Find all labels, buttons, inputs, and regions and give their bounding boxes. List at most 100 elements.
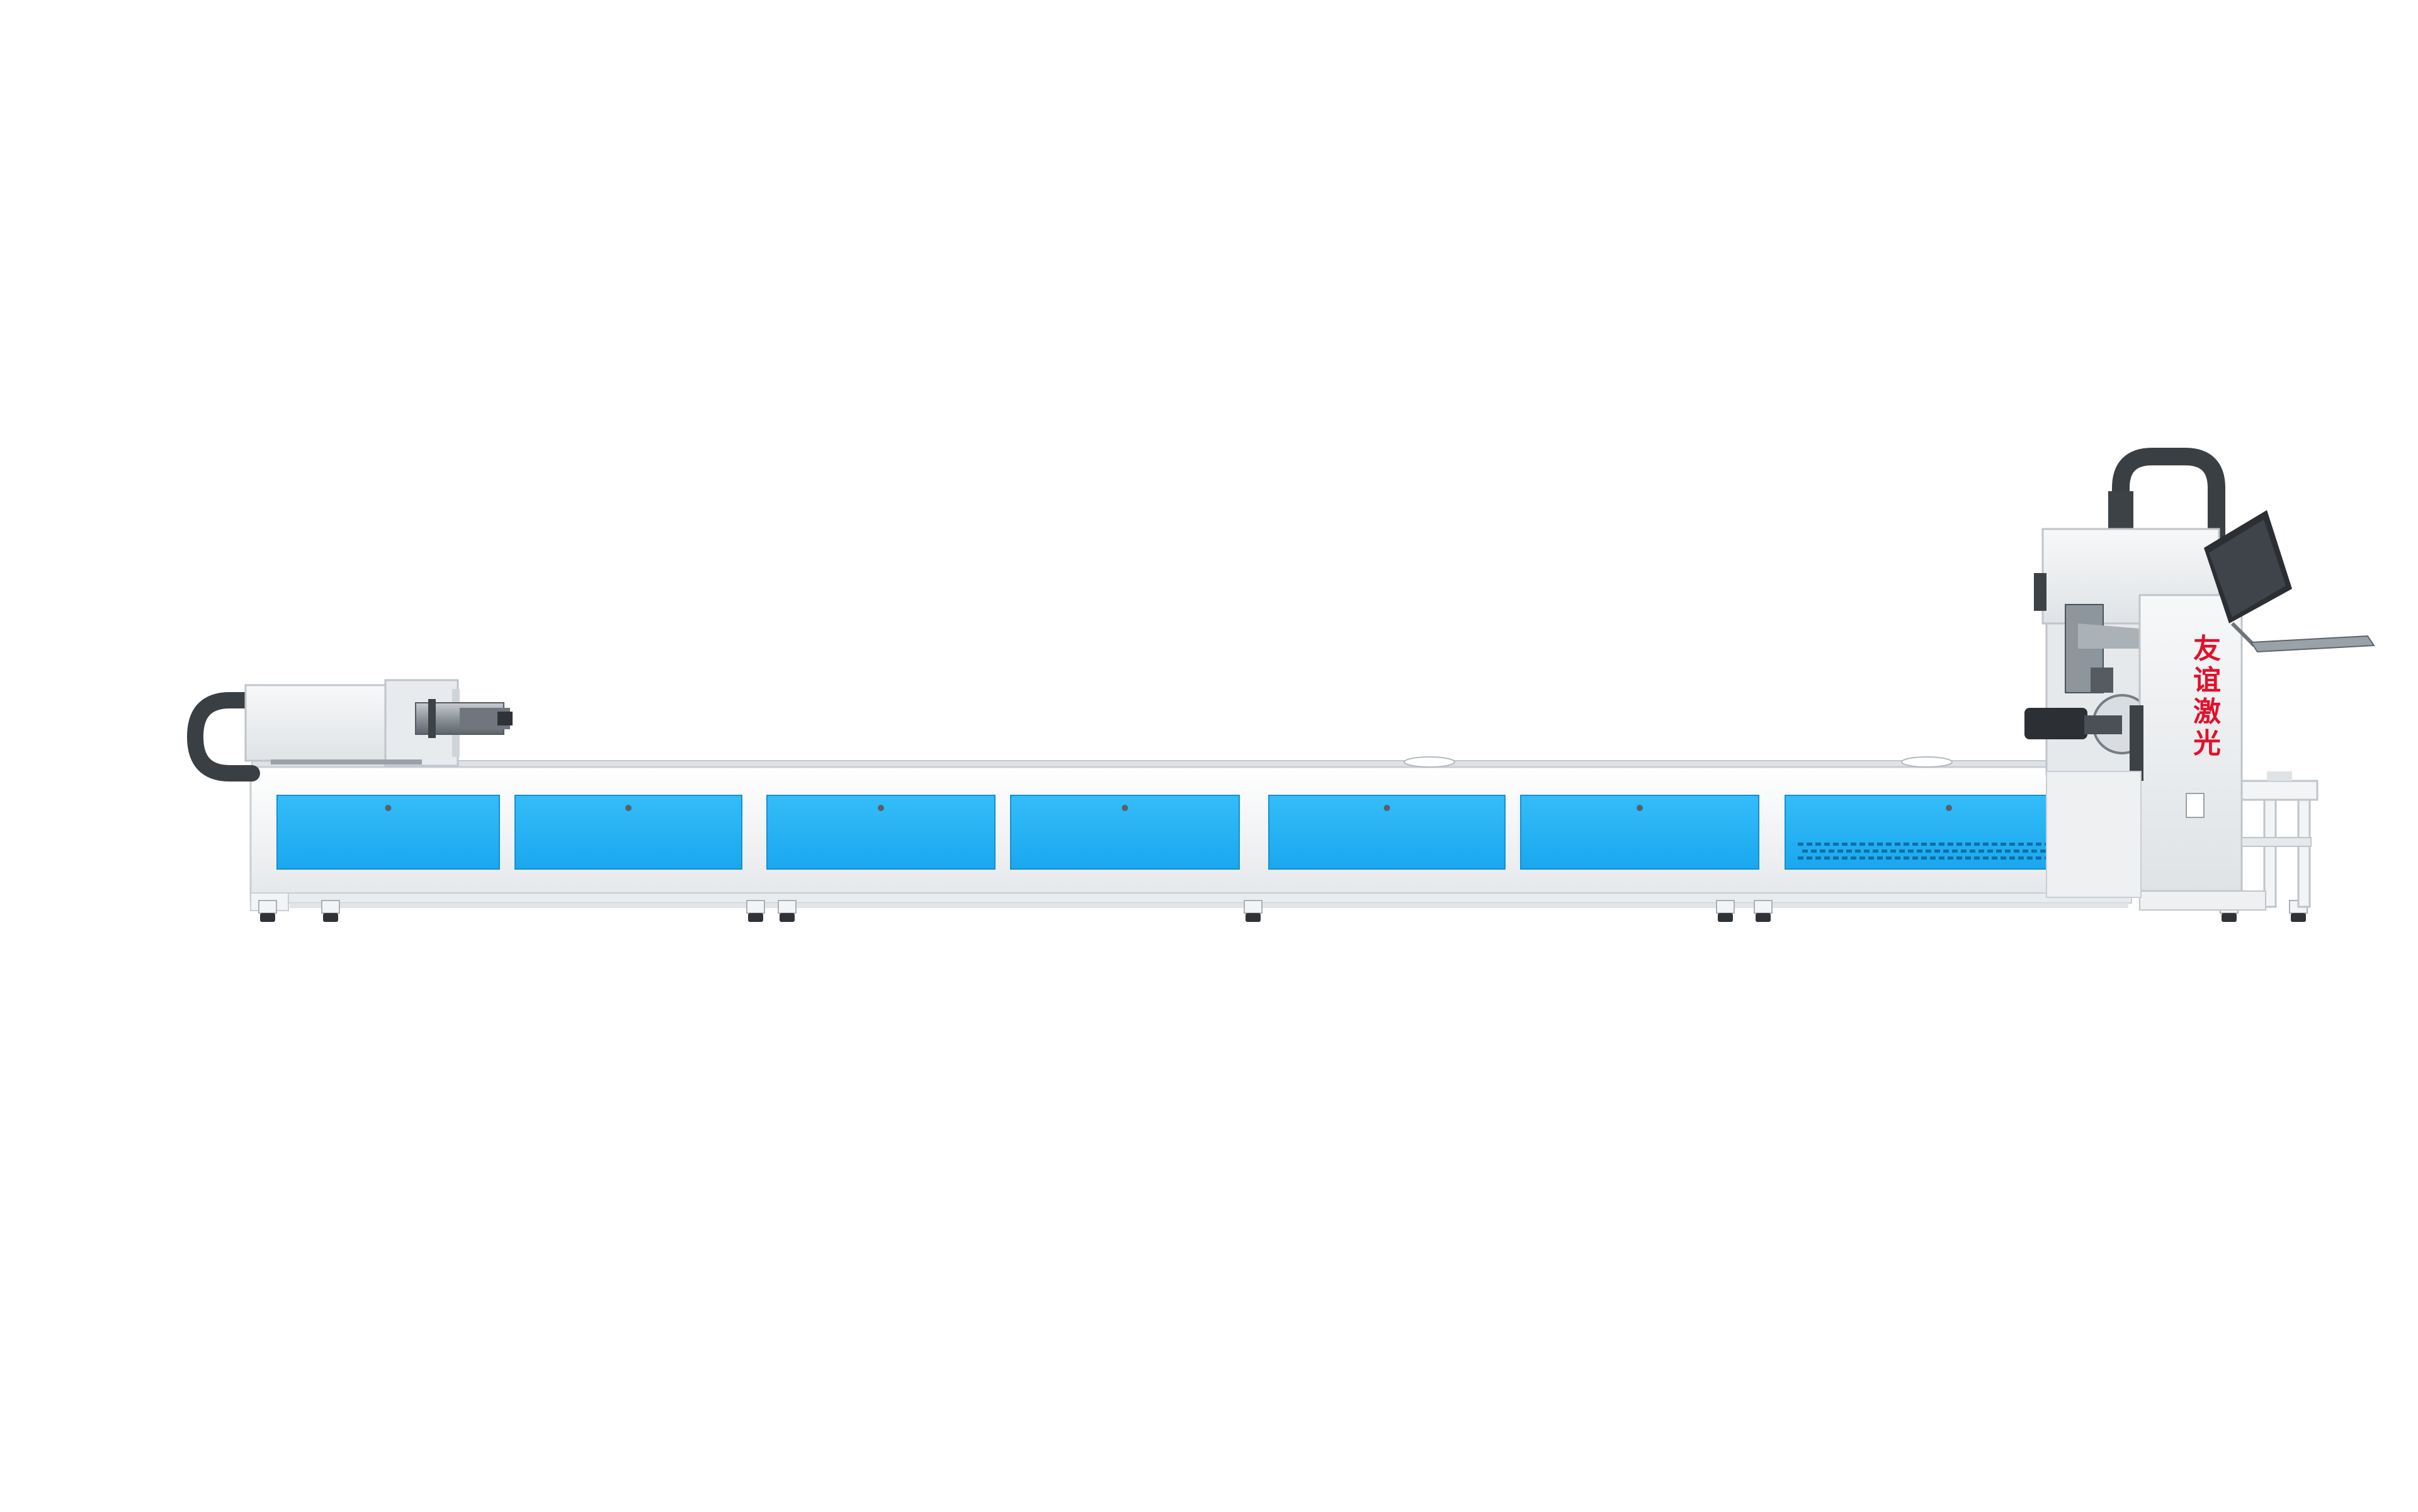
vent-slot	[1798, 856, 1803, 860]
vent-slot	[1926, 850, 1931, 853]
leveling-foot	[1756, 913, 1771, 922]
vent-slot	[1873, 850, 1878, 853]
vent-slot	[2018, 856, 2024, 860]
vent-slot	[1820, 850, 1825, 853]
leveling-foot	[1718, 913, 1733, 922]
panel-lock-icon	[1121, 805, 1128, 811]
vent-slot	[2001, 856, 2006, 860]
vent-slot	[1952, 850, 1958, 853]
panel-lock-icon	[1637, 805, 1643, 811]
brand-char: 友	[2193, 633, 2221, 665]
vent-slot	[2009, 843, 2015, 846]
vent-slot	[1886, 856, 1892, 860]
vent-slot	[1824, 856, 1830, 860]
monitor-icon	[2204, 510, 2375, 653]
vent-slot	[2001, 843, 2006, 846]
vent-slot	[1837, 850, 1843, 853]
panel-lock-icon	[1383, 805, 1390, 811]
vent-slot	[1987, 850, 1993, 853]
vent-slot	[1974, 856, 1980, 860]
vent-slot	[1908, 850, 1914, 853]
foot-bracket	[258, 900, 277, 914]
vent-slot	[1992, 856, 1997, 860]
vent-slot	[1939, 843, 1944, 846]
leveling-foot	[2222, 913, 2237, 922]
vent-slot	[1956, 843, 1962, 846]
panel-row	[276, 795, 2113, 870]
vent-slot	[2027, 843, 2033, 846]
vent-slot	[1912, 843, 1918, 846]
vent-slot	[2036, 843, 2041, 846]
vent-slot	[1895, 856, 1900, 860]
leveling-foot	[1246, 913, 1261, 922]
vent-slot	[1965, 843, 1971, 846]
panel-lock-icon	[625, 805, 632, 811]
vent-slot	[1868, 843, 1874, 846]
panel-lock-icon	[878, 805, 884, 811]
vent-slot	[1965, 856, 1971, 860]
vent-slot	[1996, 850, 2002, 853]
vent-slot	[1978, 850, 1984, 853]
vent-slot	[1829, 850, 1834, 853]
brand-label: 友 谊 激 光	[2193, 633, 2221, 759]
vent-slot	[1921, 843, 1927, 846]
vent-slot	[1815, 843, 1821, 846]
cutting-head-assembly: 友 谊 激 光	[2024, 448, 2375, 911]
vent-slot	[2005, 850, 2011, 853]
leveling-foot	[780, 913, 795, 922]
vent-slot	[1912, 856, 1918, 860]
leveling-foot	[2291, 913, 2306, 922]
vent-slot	[1882, 850, 1887, 853]
vent-slot	[1983, 856, 1989, 860]
leveling-foot	[748, 913, 763, 922]
panel-lock-icon	[1946, 805, 1952, 811]
vent-slot	[1833, 843, 1839, 846]
foot-bracket	[778, 900, 797, 914]
vent-slot	[1851, 843, 1856, 846]
vent-slot	[1890, 850, 1896, 853]
rail-rollers	[1404, 756, 1953, 768]
vent-slot	[1970, 850, 1975, 853]
vent-slot	[1815, 856, 1821, 860]
brand-char: 光	[2193, 727, 2221, 759]
vent-slot	[1921, 856, 1927, 860]
vent-slot	[1895, 843, 1900, 846]
vent-slot	[1983, 843, 1989, 846]
vent-slot	[1824, 843, 1830, 846]
vent-slot	[1948, 856, 1953, 860]
vent-slot	[1833, 856, 1839, 860]
foot-bracket	[1754, 900, 1773, 914]
vent-slot	[1798, 843, 1803, 846]
vent-slot	[2023, 850, 2028, 853]
vent-slot	[1842, 856, 1848, 860]
vent-slot	[1974, 843, 1980, 846]
vent-slot	[1956, 856, 1962, 860]
foot-bracket	[321, 900, 340, 914]
vent-slot	[1899, 850, 1905, 853]
rear-chuck-assembly	[186, 679, 513, 782]
leveling-foot	[260, 913, 275, 922]
vent-slot	[1904, 856, 1909, 860]
vent-slot	[2027, 856, 2033, 860]
brand-char: 谊	[2193, 664, 2221, 696]
vent-slot	[1877, 843, 1883, 846]
vent-slot	[1842, 843, 1848, 846]
cable-chain-icon	[186, 692, 260, 782]
vent-slot	[2040, 850, 2046, 853]
vent-slot	[1934, 850, 1940, 853]
foot-bracket	[1716, 900, 1735, 914]
vent-slot	[1811, 850, 1817, 853]
leveling-foot	[323, 913, 338, 922]
vent-slot	[1917, 850, 1922, 853]
vent-slot	[1846, 850, 1852, 853]
vent-slot	[2009, 856, 2015, 860]
vent-slot	[1855, 850, 1861, 853]
vent-slot	[1859, 856, 1865, 860]
vent-slot	[1868, 856, 1874, 860]
vent-slot	[2036, 856, 2041, 860]
vent-slot	[1864, 850, 1870, 853]
vent-slot	[1904, 843, 1909, 846]
vent-slot	[1851, 856, 1856, 860]
vent-slot	[1886, 843, 1892, 846]
